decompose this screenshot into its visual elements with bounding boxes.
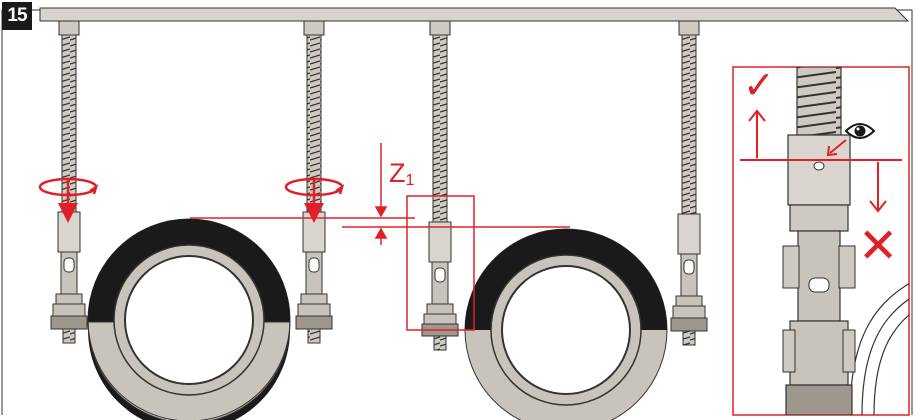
rotate-arrow-icon xyxy=(284,177,345,223)
incorrect-cross-icon: ✕ xyxy=(858,218,899,274)
rotate-arrow-icon xyxy=(38,177,99,223)
dimension-z1 xyxy=(374,143,388,245)
dimension-label: Z1 xyxy=(389,158,414,196)
insulated-pipe-right xyxy=(464,228,668,420)
inspection-hole xyxy=(813,161,825,171)
detail-callout xyxy=(732,66,910,416)
correct-check-icon: ✓ xyxy=(743,63,775,107)
step-number-badge: 15 xyxy=(2,2,32,30)
hanger-rod-3 xyxy=(421,20,459,351)
eye-icon xyxy=(844,123,876,139)
insulated-pipe-left xyxy=(87,218,291,420)
level-reference-lines xyxy=(190,217,570,228)
dimension-label-subscript: 1 xyxy=(405,172,415,189)
hanger-rod-2 xyxy=(295,20,333,344)
ceiling-slab xyxy=(39,7,910,22)
detail-highlight-box xyxy=(406,195,475,331)
hanger-rod-4 xyxy=(670,20,708,346)
dimension-label-letter: Z xyxy=(389,158,406,188)
